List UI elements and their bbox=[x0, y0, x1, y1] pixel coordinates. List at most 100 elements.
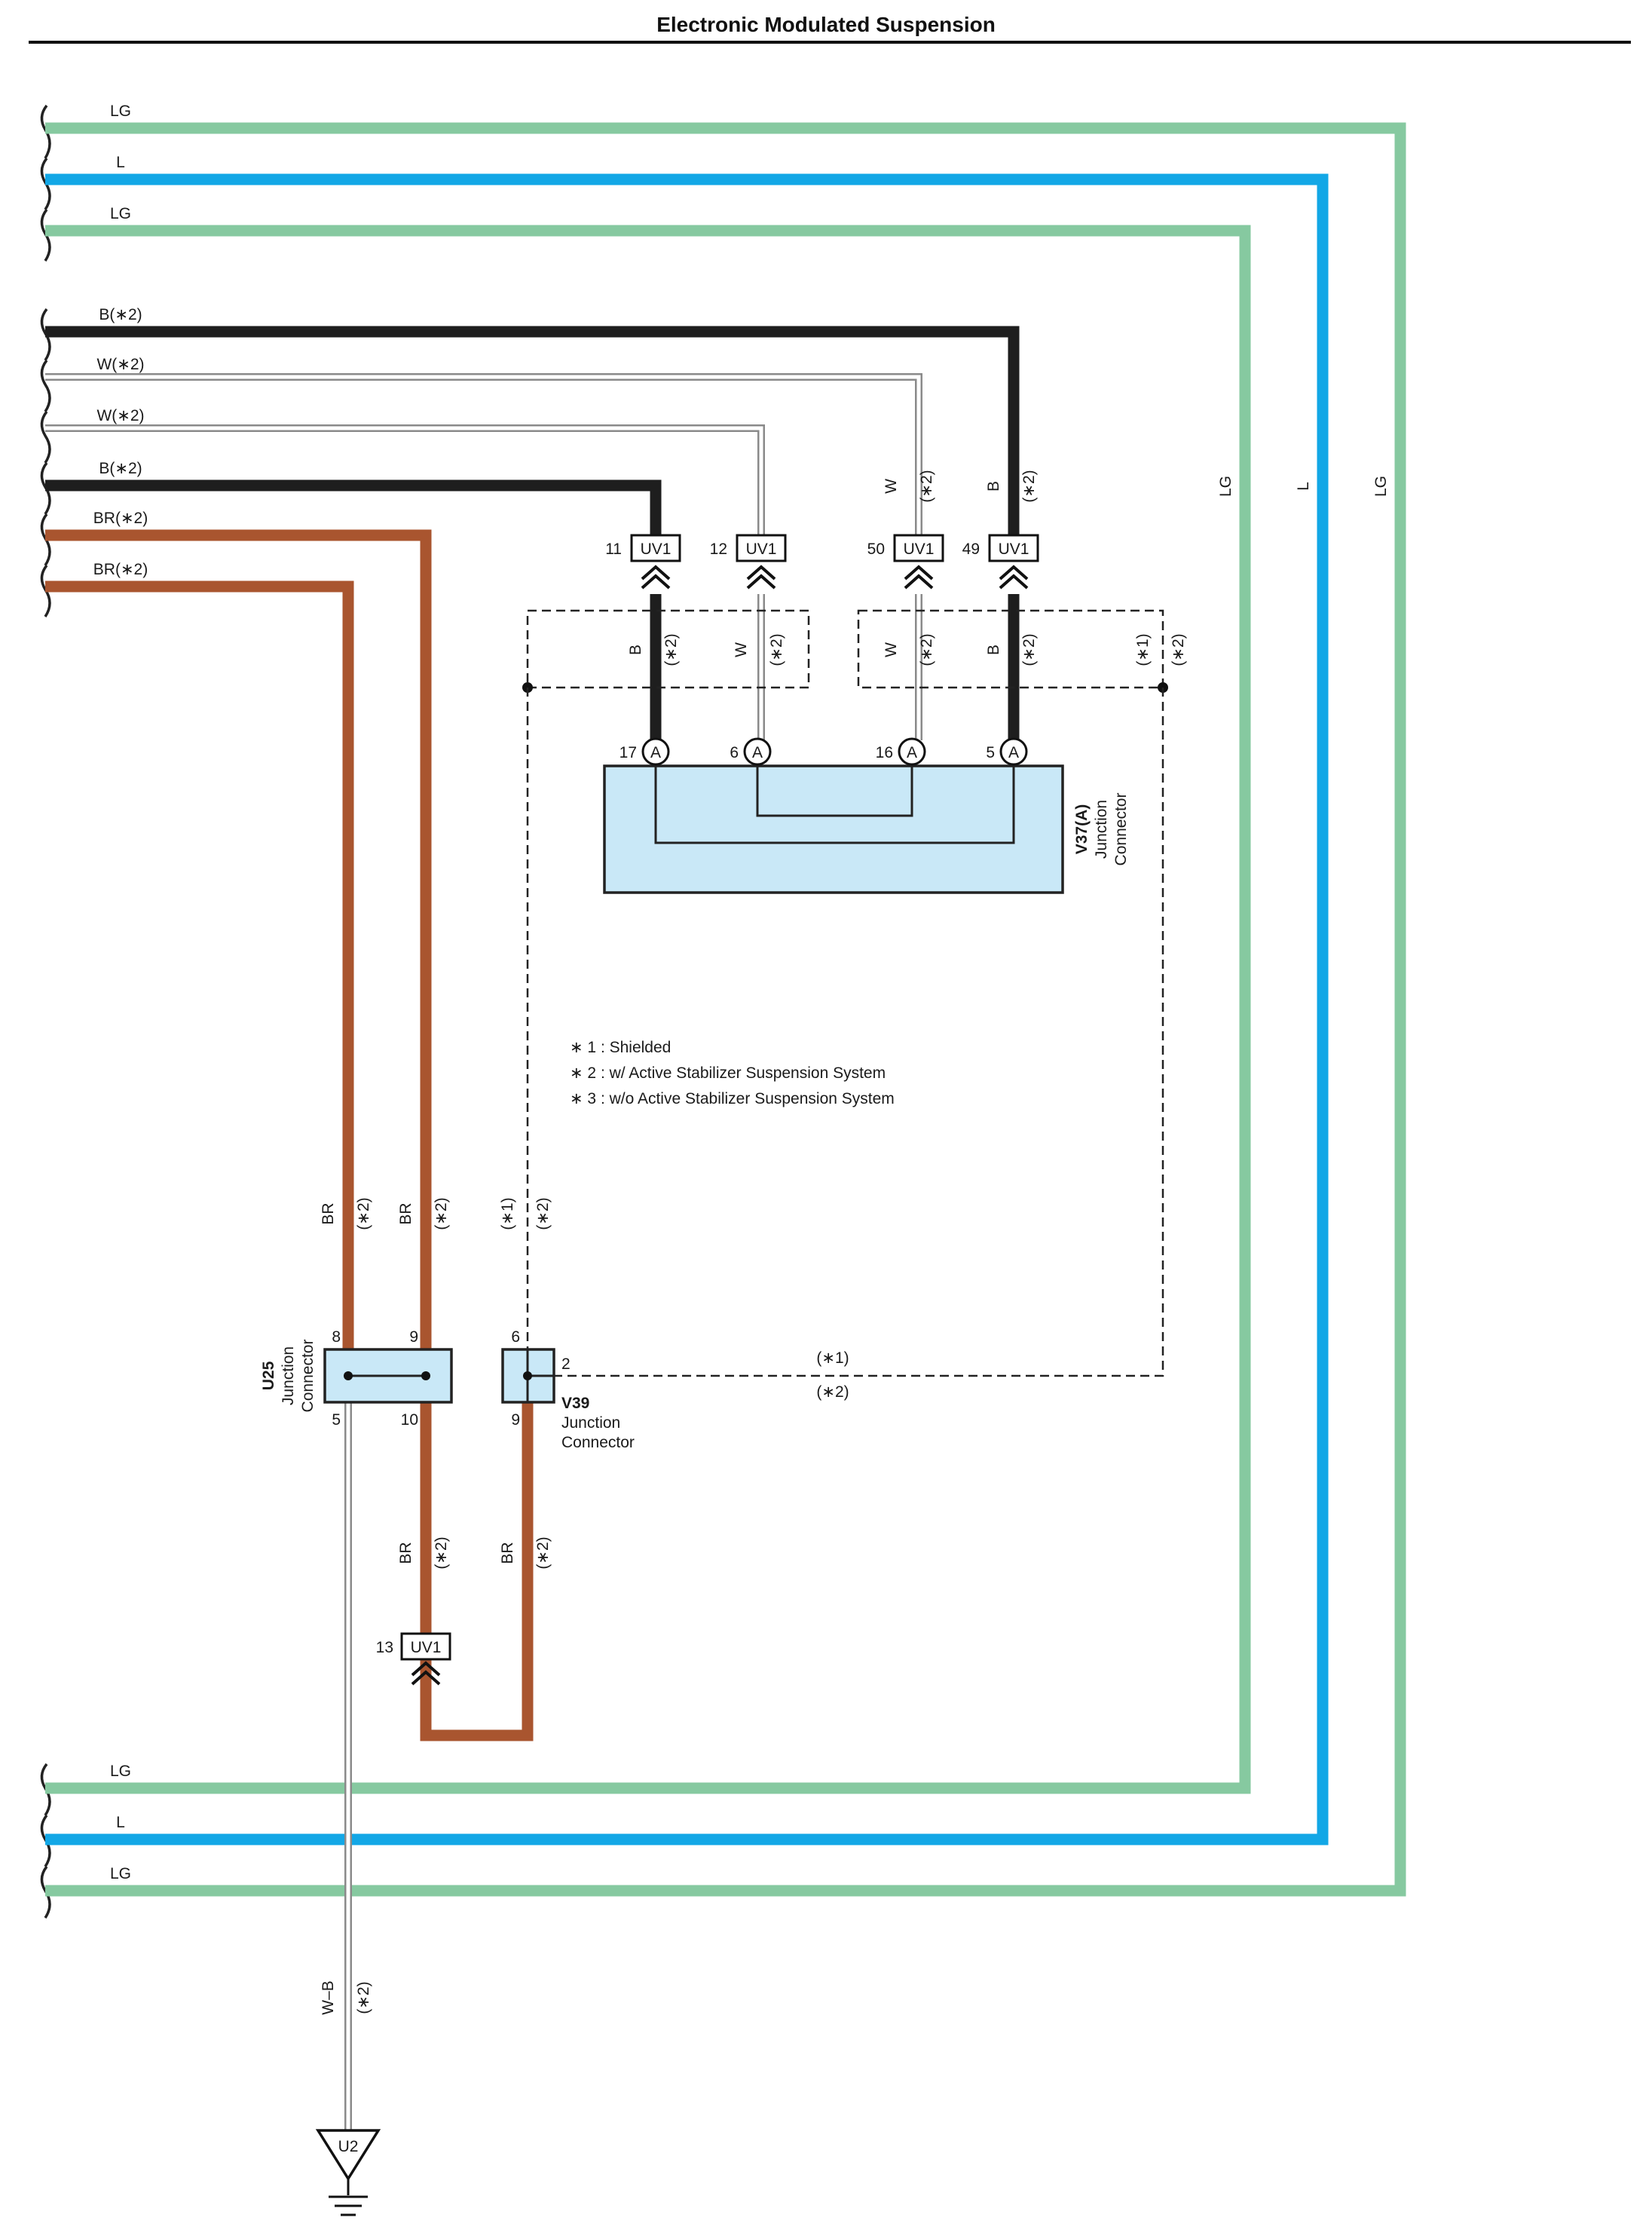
pin-number: 9 bbox=[409, 1328, 418, 1346]
pin-number: 5 bbox=[986, 744, 995, 761]
connector-name: UV1 bbox=[999, 541, 1029, 558]
pin-letter: A bbox=[907, 744, 917, 761]
connector-name: UV1 bbox=[746, 541, 777, 558]
label-shield-note-2: (∗2) bbox=[1170, 633, 1187, 666]
junction-dot bbox=[523, 1371, 532, 1380]
connector-name: UV1 bbox=[641, 541, 672, 558]
label-l-right: L bbox=[1295, 482, 1312, 491]
junction-dot bbox=[344, 1371, 353, 1380]
pin-number: 2 bbox=[561, 1355, 571, 1373]
connector-code: V39 bbox=[561, 1395, 589, 1412]
label-w-shield: W bbox=[733, 642, 750, 657]
label-l-bottom: L bbox=[116, 1814, 125, 1831]
connector-uv1-pin13: 13 UV1 bbox=[376, 1632, 451, 1686]
label-l-top: L bbox=[116, 154, 125, 171]
note-3: ∗ 3 : w/o Active Stabilizer Suspension S… bbox=[570, 1090, 895, 1107]
label-br-mid-b-note: (∗2) bbox=[433, 1197, 450, 1230]
label-lg-right-inner: LG bbox=[1217, 476, 1234, 497]
label-wb: W–B bbox=[320, 1980, 337, 2015]
label-br-1: BR(∗2) bbox=[93, 510, 148, 527]
page-title: Electronic Modulated Suspension bbox=[656, 13, 996, 36]
label-lg-right-outer: LG bbox=[1372, 476, 1390, 497]
pin-letter: A bbox=[1008, 744, 1019, 761]
junction-connector-v39: 6 2 9 V39 Junction Connector (∗1) (∗2) bbox=[501, 1328, 849, 1451]
label-lg-top-1: LG bbox=[110, 103, 131, 120]
pin-number: 16 bbox=[876, 744, 893, 761]
ground-name: U2 bbox=[338, 2138, 359, 2155]
note-2: ∗ 2 : w/ Active Stabilizer Suspension Sy… bbox=[570, 1064, 886, 1082]
pin-number: 8 bbox=[332, 1328, 341, 1346]
pin-number: 12 bbox=[710, 541, 727, 558]
note-1: ∗ 1 : Shielded bbox=[570, 1039, 671, 1056]
shield-box-right bbox=[857, 609, 1164, 689]
label-w-shield-2-note: (∗2) bbox=[918, 633, 935, 666]
wire-lg-outer bbox=[45, 122, 1406, 1897]
label-b-2: B(∗2) bbox=[99, 460, 142, 477]
label-shield-note-1: (∗1) bbox=[1134, 633, 1152, 666]
label-lg-bottom-1: LG bbox=[110, 1763, 131, 1780]
label-w-shield-note: (∗2) bbox=[768, 633, 785, 666]
label-br-lower-c-note: (∗2) bbox=[433, 1536, 450, 1569]
pin-number: 11 bbox=[605, 541, 622, 558]
wire-b-1 bbox=[45, 326, 1020, 550]
label-br-2: BR(∗2) bbox=[93, 561, 148, 578]
label-lg-top-2: LG bbox=[110, 205, 131, 222]
label-b-pin49: B bbox=[985, 481, 1002, 492]
connector-name-line1: Junction bbox=[561, 1414, 620, 1432]
pin-number: 6 bbox=[730, 744, 739, 761]
label-w-shield-2: W bbox=[883, 642, 900, 657]
internal-link-outer bbox=[654, 766, 1015, 844]
connector-uv1-pin11: 11 UV1 bbox=[605, 534, 681, 590]
junction-connector-u25: 8 9 5 10 U25 Junction Connector bbox=[260, 1328, 453, 1429]
label-w-1: W(∗2) bbox=[96, 356, 144, 373]
wire-lg-inner bbox=[45, 225, 1251, 1794]
connector-code: U25 bbox=[260, 1361, 277, 1390]
label-lg-bottom-2: LG bbox=[110, 1865, 131, 1882]
label-shield-mid-note2: (∗2) bbox=[534, 1197, 552, 1230]
pin-number: 5 bbox=[332, 1411, 341, 1429]
internal-link-inner bbox=[756, 766, 913, 817]
wire-b-2 bbox=[45, 479, 662, 550]
pin-letter: A bbox=[650, 744, 661, 761]
connector-name-line1: Junction bbox=[1093, 800, 1110, 859]
connector-uv1-pin12: 12 UV1 bbox=[710, 534, 787, 590]
pin-letter: A bbox=[752, 744, 763, 761]
wire-l bbox=[45, 173, 1329, 1845]
connector-code: V37(A) bbox=[1073, 804, 1091, 855]
pin-number: 50 bbox=[867, 541, 885, 558]
label-wb-note: (∗2) bbox=[355, 1981, 372, 2014]
connector-name-line1: Junction bbox=[280, 1346, 297, 1405]
pin-number: 13 bbox=[376, 1639, 393, 1656]
label-w-pin50: W bbox=[883, 479, 900, 494]
label-shield-mid-note1: (∗1) bbox=[499, 1197, 516, 1230]
label-br-mid-a-note: (∗2) bbox=[355, 1197, 372, 1230]
connector-uv1-pin49: 49 UV1 bbox=[962, 534, 1039, 590]
ground-u2: U2 bbox=[315, 2129, 381, 2216]
pin-number: 6 bbox=[511, 1328, 520, 1346]
label-br-lower-d-note: (∗2) bbox=[534, 1536, 552, 1569]
junction-dot bbox=[421, 1371, 430, 1380]
notes-legend: ∗ 1 : Shielded ∗ 2 : w/ Active Stabilize… bbox=[570, 1039, 895, 1107]
pin-number: 17 bbox=[620, 744, 637, 761]
wire-w-1 bbox=[45, 373, 922, 554]
wire-br-1 bbox=[45, 529, 534, 1741]
label-b-shield: B bbox=[627, 645, 644, 655]
pin-number: 9 bbox=[511, 1411, 520, 1429]
connector-name: UV1 bbox=[411, 1639, 442, 1656]
ground-triangle bbox=[315, 2129, 381, 2182]
connector-name-line2: Connector bbox=[561, 1434, 635, 1451]
junction-connector-v37a: A 17 A 6 A 16 A 5 V37(A) Junction Connec… bbox=[603, 737, 1130, 894]
label-br-mid-a: BR bbox=[320, 1202, 337, 1224]
shield-drain-line bbox=[526, 688, 1164, 1377]
connector-name-line2: Connector bbox=[1112, 793, 1130, 866]
label-br-lower-d: BR bbox=[499, 1542, 516, 1564]
label-b-pin49-note: (∗2) bbox=[1020, 470, 1038, 502]
shield-box-left bbox=[526, 609, 810, 689]
shield-note-1: (∗1) bbox=[816, 1349, 849, 1367]
label-b-shield-2-note: (∗2) bbox=[1020, 633, 1038, 666]
label-br-lower-c: BR bbox=[397, 1542, 415, 1564]
label-w-2: W(∗2) bbox=[96, 407, 144, 424]
label-b-shield-2: B bbox=[985, 645, 1002, 655]
connector-name: UV1 bbox=[904, 541, 935, 558]
